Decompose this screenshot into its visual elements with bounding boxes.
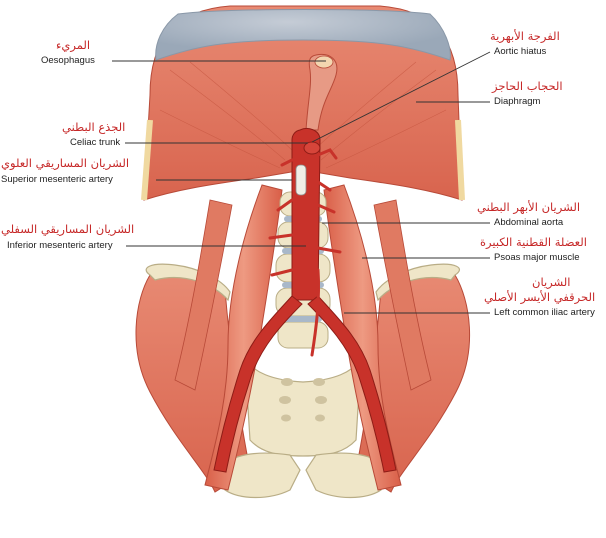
celiac-trunk-label-en: Celiac trunk — [70, 137, 121, 148]
pelvis-bone — [145, 263, 461, 499]
psoas-major-label-en: Psoas major muscle — [494, 252, 580, 263]
superior-mesenteric-label-ar: الشريان المساريقي العلوي — [1, 156, 130, 170]
inferior-mesenteric-label-ar: الشريان المساريقي السفلي — [1, 222, 135, 236]
diaphragm — [141, 5, 465, 201]
aortic-hiatus-label-ar: الفرجة الأبهرية — [490, 29, 560, 43]
oesophagus-label-ar: المريء — [56, 38, 91, 52]
left-common-iliac-label-ar-line2: الحرقفي الأيسر الأصلي — [484, 290, 596, 304]
sacral-foramina — [279, 378, 327, 422]
abdominal-aorta-label-en: Abdominal aorta — [494, 217, 564, 228]
diaphragm-label-en: Diaphragm — [494, 96, 541, 107]
celiac-trunk-label-ar: الجذع البطني — [62, 120, 126, 134]
leader-lines — [112, 51, 491, 314]
superior-mesenteric-label-en: Superior mesenteric artery — [1, 174, 113, 185]
left-common-iliac-label-ar-line1: الشريان — [532, 275, 571, 289]
diaphragm-label-ar: الحجاب الحاجز — [492, 79, 563, 93]
psoas-major-label-ar: العضلة القطنية الكبيرة — [480, 235, 587, 249]
oesophagus-label-en: Oesophagus — [41, 55, 95, 66]
inferior-mesenteric-label-en: Inferior mesenteric artery — [7, 240, 113, 251]
left-common-iliac-label-en: Left common iliac artery — [494, 307, 595, 318]
aortic-hiatus-label-en: Aortic hiatus — [494, 46, 547, 57]
celiac-trunk — [303, 141, 321, 155]
abdominal-aorta-label-ar: الشريان الأبهر البطني — [477, 200, 581, 214]
aorta-branches — [268, 148, 342, 357]
inferior-vena-cava — [295, 164, 307, 196]
